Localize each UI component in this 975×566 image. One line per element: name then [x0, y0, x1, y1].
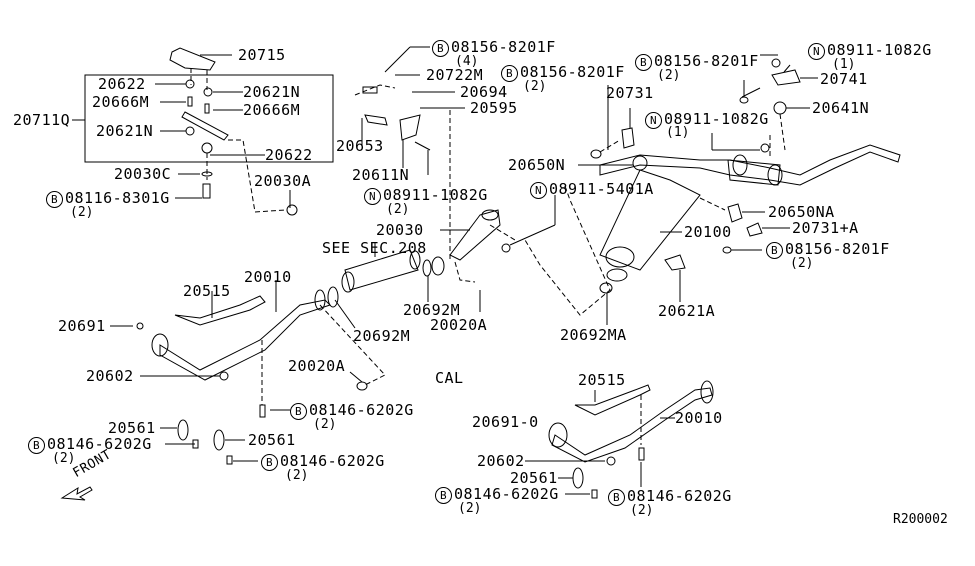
part-label[interactable]: 20731 — [606, 84, 654, 102]
part-label[interactable]: 20602 — [477, 452, 525, 470]
catalytic-converter — [344, 249, 419, 291]
see-section-note[interactable]: SEE SEC.208 — [322, 239, 427, 257]
sub-muffler — [727, 159, 781, 186]
part-qty: (2) — [52, 451, 76, 466]
pipe-20010-lower — [551, 387, 713, 463]
part-label[interactable]: 20010 — [244, 268, 292, 286]
part-label[interactable]: 20561 — [108, 419, 156, 437]
part-label[interactable]: 20715 — [238, 46, 286, 64]
cal-note: CAL — [435, 369, 464, 387]
bracket-20711q — [181, 111, 229, 141]
part-label[interactable]: 20561 — [510, 469, 558, 487]
part-qty: (2) — [790, 256, 814, 271]
kit-box — [84, 74, 334, 163]
b-prefix-icon: B — [28, 437, 45, 454]
b-prefix-icon: B — [46, 191, 63, 208]
part-label[interactable]: 20010 — [675, 409, 723, 427]
part-qty: (2) — [386, 202, 410, 217]
b-prefix-icon: B — [435, 487, 452, 504]
part-label[interactable]: 20611N — [352, 166, 410, 184]
part-label[interactable]: 20722M — [426, 66, 484, 84]
part-label[interactable]: 20595 — [470, 99, 518, 117]
part-label[interactable]: 20694 — [460, 83, 508, 101]
part-qty: (2) — [70, 205, 94, 220]
bracket-20715 — [169, 47, 216, 71]
part-label[interactable]: 20650NA — [768, 203, 835, 221]
part-label[interactable]: 20030 — [376, 221, 424, 239]
part-label[interactable]: 20621N — [96, 122, 154, 140]
part-label[interactable]: 20666M — [243, 101, 301, 119]
part-label[interactable]: 20621N — [243, 83, 301, 101]
part-label[interactable]: 20650N — [508, 156, 566, 174]
n-prefix-icon: N — [364, 188, 381, 205]
tailpipe — [599, 144, 901, 186]
n-prefix-icon: N — [530, 182, 547, 199]
b-prefix-icon: B — [608, 489, 625, 506]
part-label[interactable]: 20020A — [430, 316, 488, 334]
reference-code: R200002 — [893, 512, 948, 527]
part-label[interactable]: 20622 — [265, 146, 313, 164]
part-label[interactable]: 20561 — [248, 431, 296, 449]
part-label[interactable]: 20653 — [336, 137, 384, 155]
part-qty: (2) — [523, 79, 547, 94]
part-qty: (2) — [313, 417, 337, 432]
part-label[interactable]: 20731+A — [792, 219, 859, 237]
part-label[interactable]: 20622 — [98, 75, 146, 93]
b-prefix-icon: B — [290, 403, 307, 420]
part-label[interactable]: 20602 — [86, 367, 134, 385]
part-qty: (1) — [666, 125, 690, 140]
part-qty: (1) — [832, 57, 856, 72]
pipe-20515 — [174, 295, 266, 326]
b-prefix-icon: B — [635, 54, 652, 71]
part-label[interactable]: 20030C — [114, 165, 172, 183]
b-prefix-icon: B — [261, 454, 278, 471]
part-label[interactable]: 20030A — [254, 172, 312, 190]
part-label[interactable]: 20691 — [58, 317, 106, 335]
part-label[interactable]: 20515 — [183, 282, 231, 300]
part-qty: (4) — [455, 54, 479, 69]
part-qty: (2) — [657, 68, 681, 83]
part-label[interactable]: 20691-0 — [472, 413, 539, 431]
part-label[interactable]: 20666M — [92, 93, 150, 111]
part-label[interactable]: 20741 — [820, 70, 868, 88]
b-prefix-icon: B — [432, 40, 449, 57]
part-label[interactable]: 20692M — [403, 301, 461, 319]
n-prefix-icon: N — [808, 43, 825, 60]
part-qty: (2) — [630, 503, 654, 518]
b-prefix-icon: B — [766, 242, 783, 259]
b-prefix-icon: B — [501, 65, 518, 82]
part-label[interactable]: 20020A — [288, 357, 346, 375]
part-qty: (2) — [285, 468, 309, 483]
part-label[interactable]: 20515 — [578, 371, 626, 389]
front-arrow — [60, 486, 93, 501]
kit-label[interactable]: 20711Q — [13, 111, 71, 129]
part-label[interactable]: 20692MA — [560, 326, 627, 344]
part-label[interactable]: 20100 — [684, 223, 732, 241]
part-label[interactable]: 20641N — [812, 99, 870, 117]
part-label[interactable]: 20692M — [353, 327, 411, 345]
part-label[interactable]: 20621A — [658, 302, 716, 320]
pipe-20030 — [449, 209, 501, 261]
part-qty: (2) — [458, 501, 482, 516]
n-prefix-icon: N — [645, 112, 662, 129]
